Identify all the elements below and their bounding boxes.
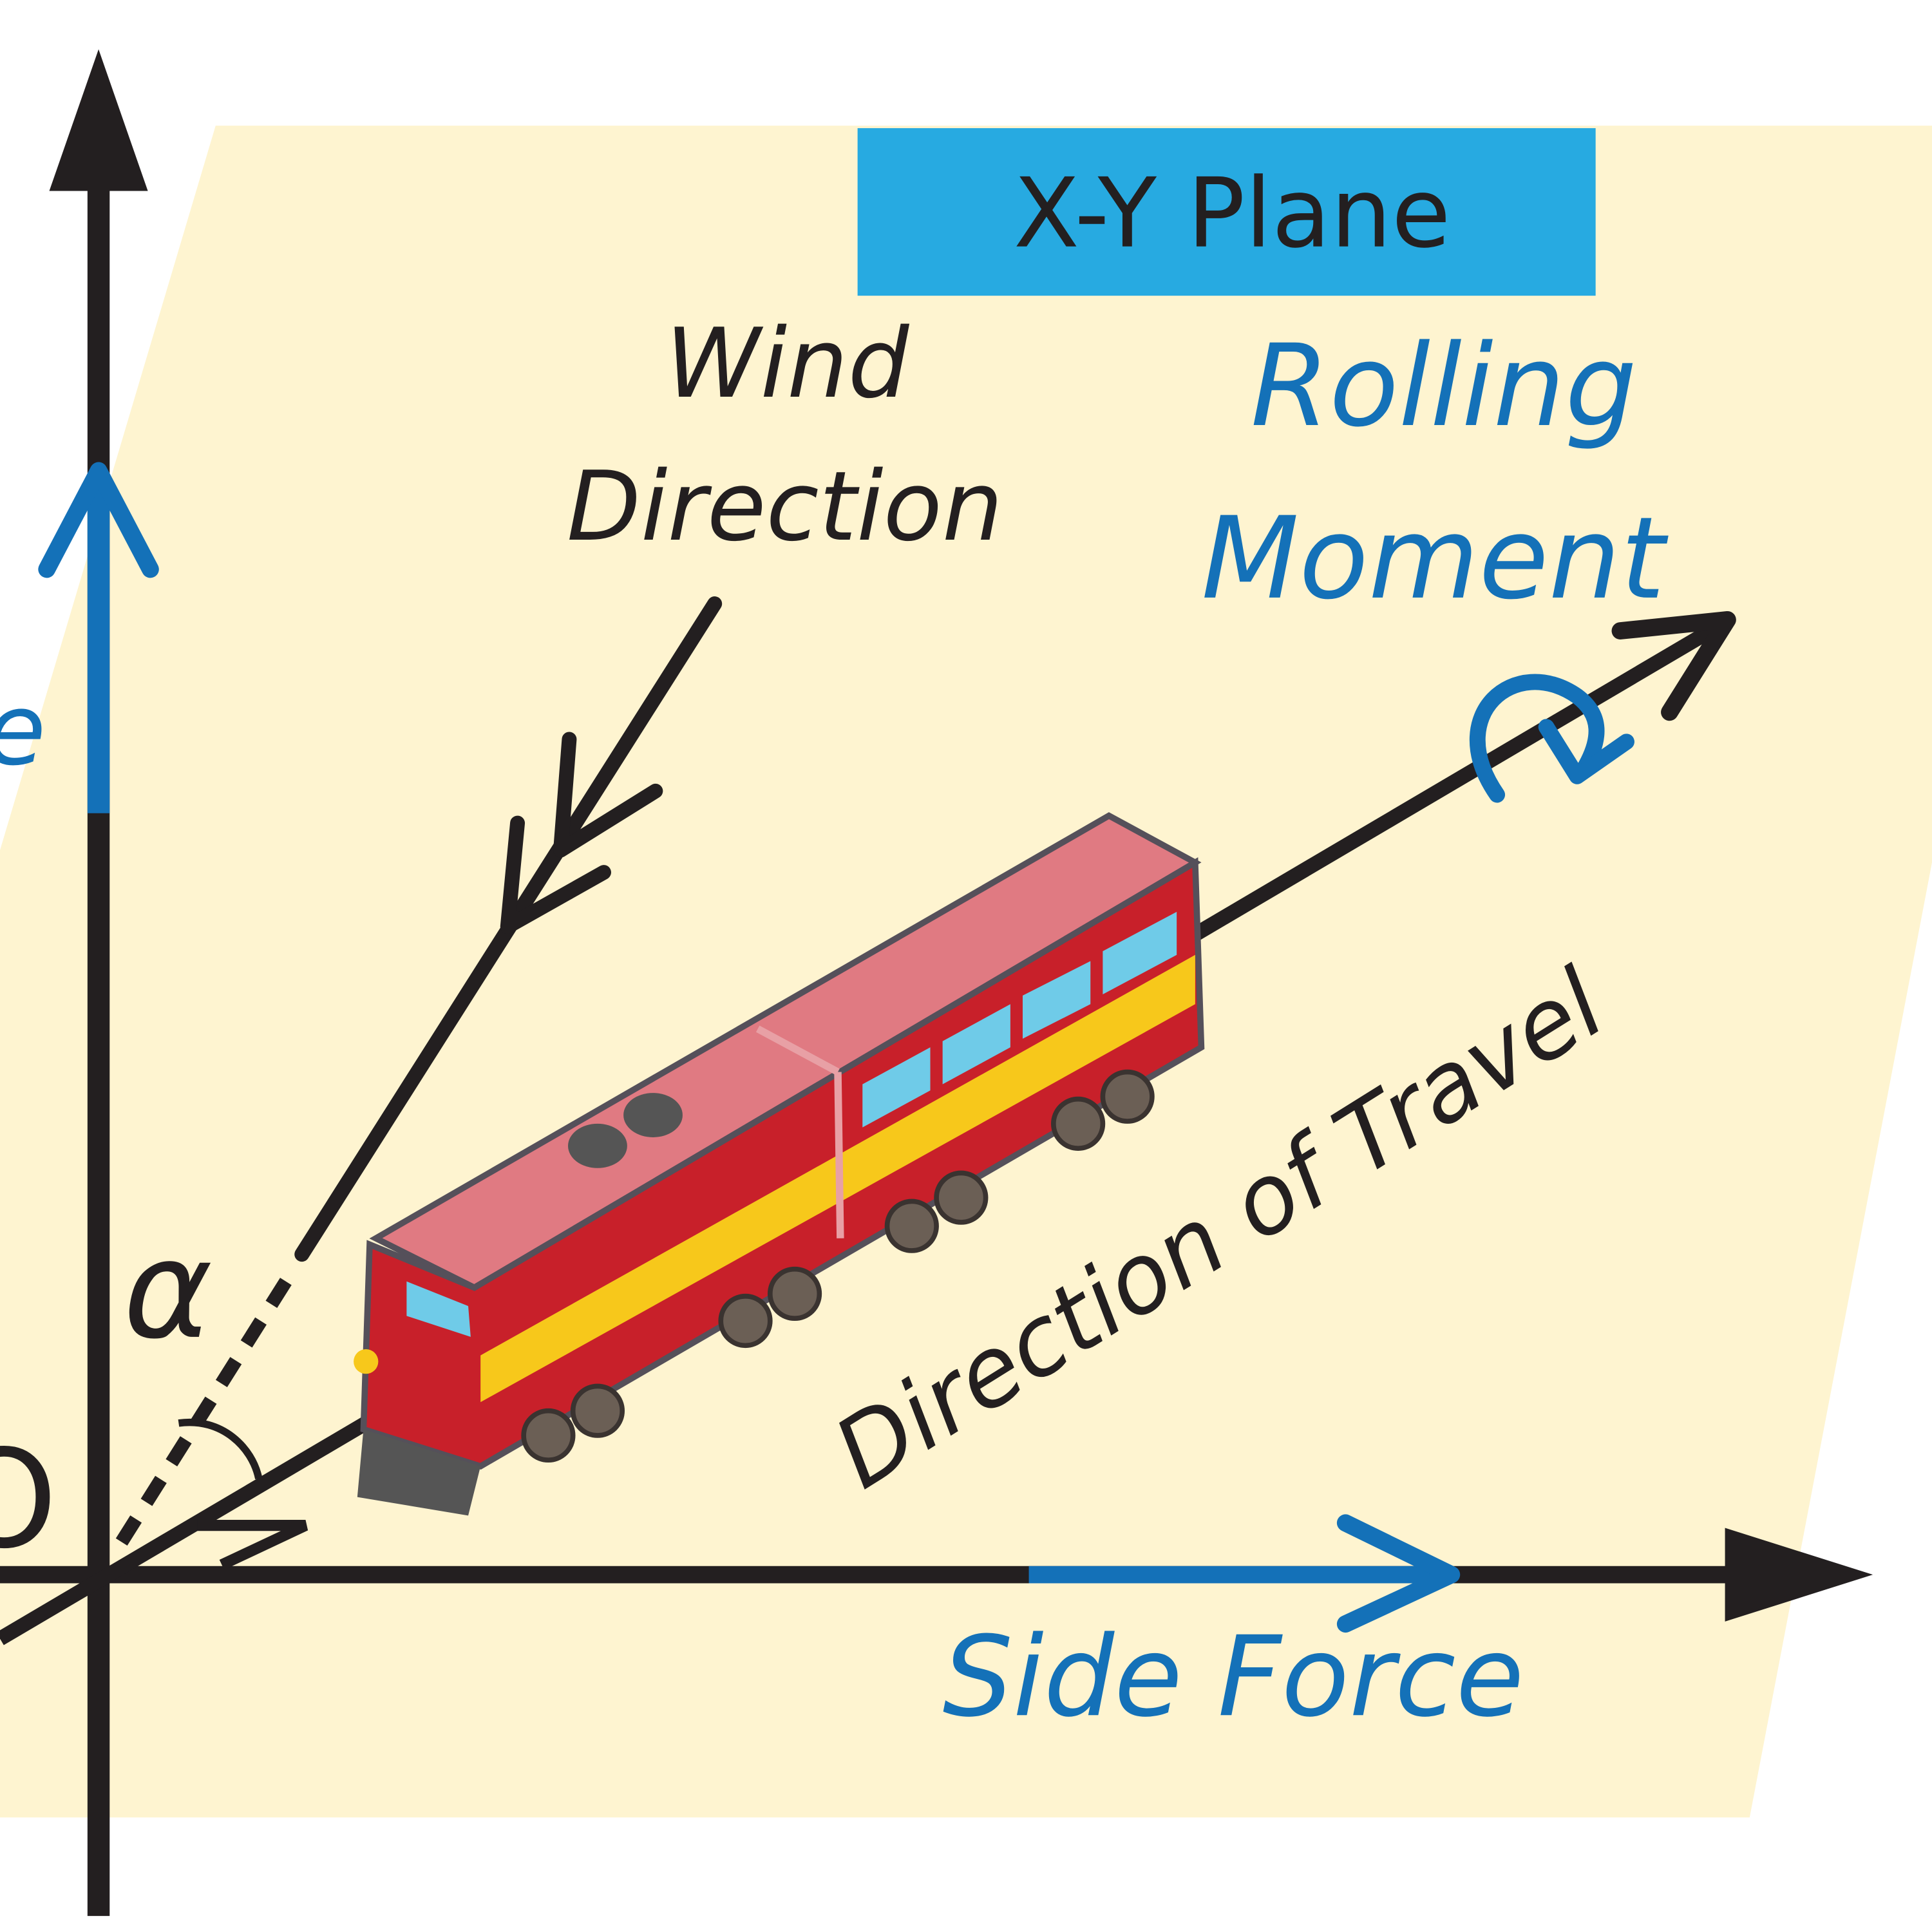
wheels bbox=[521, 1069, 1155, 1463]
train-underframe bbox=[357, 1429, 481, 1516]
side-force-label: Side Force bbox=[943, 1612, 1524, 1741]
train-illustration bbox=[354, 812, 1205, 1516]
plane-label-box bbox=[857, 128, 1596, 296]
wind-dotted-extension bbox=[108, 1278, 292, 1559]
train-window bbox=[1103, 911, 1177, 995]
train-window bbox=[942, 1004, 1010, 1084]
headlight bbox=[354, 1349, 379, 1374]
angle-arc bbox=[178, 1418, 263, 1480]
roof-vent bbox=[623, 1093, 683, 1137]
z-axis-arrowhead bbox=[49, 49, 148, 191]
side-force-arrowhead bbox=[1336, 1514, 1461, 1633]
car-joint bbox=[755, 1025, 840, 1075]
wind-chevron-2 bbox=[500, 815, 611, 934]
rolling-moment-arrow bbox=[1469, 674, 1605, 803]
rolling-label-line2: Moment bbox=[1201, 493, 1669, 625]
origin-label: O bbox=[0, 1421, 57, 1578]
angle-marker bbox=[197, 1520, 308, 1570]
partial-left-label: e bbox=[0, 673, 46, 788]
angle-label: α bbox=[123, 1211, 213, 1369]
train-window bbox=[862, 1047, 931, 1128]
wind-chevron-1 bbox=[553, 732, 663, 858]
wind-label-line2: Direction bbox=[567, 451, 1003, 563]
travel-arrowhead bbox=[1611, 611, 1736, 721]
plane-label: X-Y Plane bbox=[1014, 158, 1451, 270]
train-window bbox=[1023, 961, 1091, 1039]
roof-vent bbox=[568, 1123, 627, 1168]
x-axis-arrowhead bbox=[1725, 1528, 1873, 1622]
car-joint bbox=[834, 1072, 844, 1238]
train-windshield bbox=[406, 1281, 471, 1337]
rolling-moment-arrowhead bbox=[1538, 719, 1634, 784]
lift-force-arrowhead bbox=[38, 462, 159, 578]
wind-label-line1: Wind bbox=[665, 308, 910, 420]
rolling-label-line1: Rolling bbox=[1251, 320, 1637, 452]
